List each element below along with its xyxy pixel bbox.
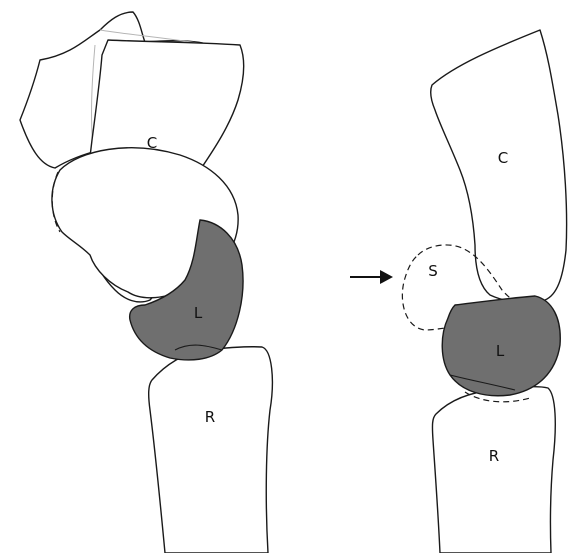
right-radius-label: R (489, 447, 499, 465)
arrow-head-icon (380, 270, 393, 284)
right-radius-bone (432, 387, 555, 553)
left-radius-label: R (205, 408, 215, 426)
left-capitate-label: C (147, 134, 157, 152)
left-panel (20, 12, 272, 553)
right-scaphoid-label: S (428, 262, 438, 280)
left-radius-bone (149, 347, 273, 553)
left-lunate-label: L (194, 304, 203, 322)
right-lunate-label: L (496, 342, 505, 360)
right-panel (350, 30, 567, 553)
right-capitate-label: C (498, 149, 508, 167)
